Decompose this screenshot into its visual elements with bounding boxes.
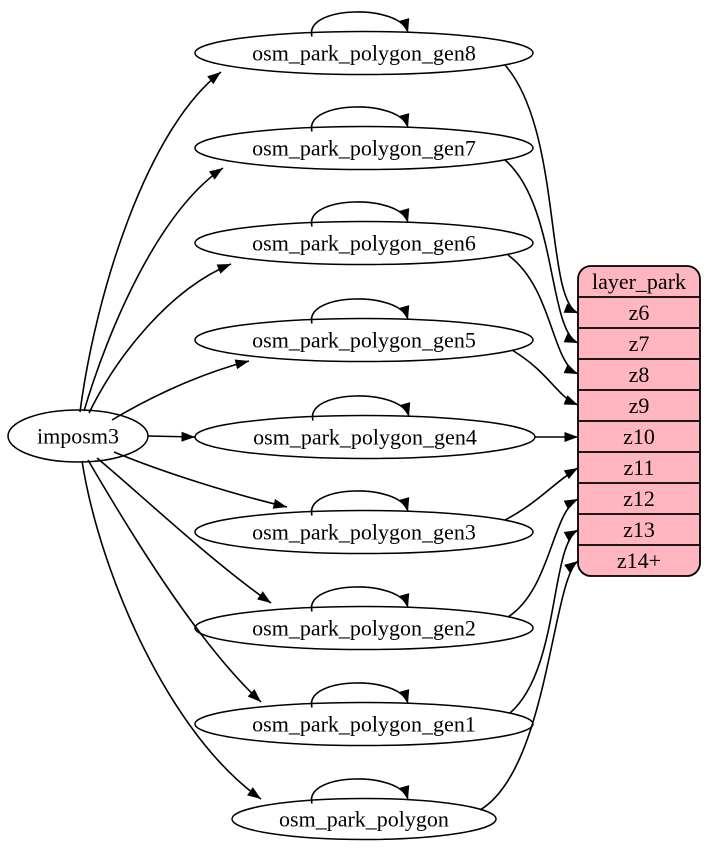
edge-osm-park-polygon-gen7-to-z7	[504, 159, 579, 344]
self-loop-osm-park-polygon-gen3	[311, 490, 410, 516]
graph-node-osm-park-polygon-gen8: osm_park_polygon_gen8	[194, 30, 534, 76]
record-node-layer-park: layer_park z6 z7 z8 z9 z10 z11 z12 z13 z14+	[577, 265, 701, 577]
self-loop-osm-park-polygon-gen1	[311, 682, 410, 708]
node-ellipse-osm-park-polygon	[231, 797, 497, 841]
edge-osm-park-polygon-gen6-to-z8	[507, 254, 579, 375]
node-label-osm-park-polygon-gen2: osm_park_polygon_gen2	[252, 616, 476, 641]
node-label-osm-park-polygon-gen1: osm_park_polygon_gen1	[252, 712, 476, 737]
node-label-osm-park-polygon-gen7: osm_park_polygon_gen7	[252, 136, 476, 161]
edge-imposm3-to-osm-park-polygon-gen4	[147, 431, 196, 442]
edge-imposm3-to-osm-park-polygon-gen1	[87, 459, 262, 703]
edge-osm-park-polygon-gen3-to-z11	[504, 467, 579, 521]
edge-imposm3-to-osm-park-polygon-gen3	[113, 451, 288, 509]
graph-node-osm-park-polygon-gen5: osm_park_polygon_gen5	[194, 317, 534, 363]
node-ellipse-osm-park-polygon-gen6	[194, 220, 534, 266]
graph-node-osm-park-polygon-gen1: osm_park_polygon_gen1	[194, 701, 534, 747]
node-ellipse-osm-park-polygon-gen8	[194, 30, 534, 76]
self-loop-osm-park-polygon-gen4	[312, 395, 411, 421]
edge-imposm3-to-osm-park-polygon-gen2	[96, 457, 272, 604]
edge-osm-park-polygon-gen8-to-z6	[504, 64, 579, 314]
graph-node-osm-park-polygon-gen7: osm_park_polygon_gen7	[194, 125, 534, 171]
node-ellipse-osm-park-polygon-gen3	[194, 509, 534, 555]
record-row-z8: z8	[629, 362, 650, 387]
record-row-z11: z11	[624, 455, 655, 480]
edge-osm-park-polygon-to-z14	[479, 560, 579, 811]
record-row-z7: z7	[629, 331, 650, 356]
edge-imposm3-to-osm-park-polygon-gen5	[111, 359, 250, 421]
node-label-osm-park-polygon: osm_park_polygon	[279, 807, 449, 832]
self-loop-osm-park-polygon-gen8	[311, 11, 410, 37]
edge-imposm3-to-osm-park-polygon-gen6	[88, 263, 232, 414]
record-row-z9: z9	[629, 393, 650, 418]
node-label-imposm3: imposm3	[37, 424, 119, 449]
edge-osm-park-polygon-gen5-to-z9	[511, 349, 579, 406]
record-row-z12: z12	[623, 486, 655, 511]
edge-osm-park-polygon-gen1-to-z13	[509, 529, 579, 714]
self-loop-osm-park-polygon-gen5	[311, 298, 410, 324]
edge-osm-park-polygon-gen2-to-z12	[507, 498, 579, 618]
record-row-z13: z13	[623, 517, 655, 542]
node-label-osm-park-polygon-gen5: osm_park_polygon_gen5	[252, 328, 476, 353]
self-loop-osm-park-polygon-gen6	[311, 201, 410, 227]
record-row-z6: z6	[629, 300, 650, 325]
node-label-osm-park-polygon-gen8: osm_park_polygon_gen8	[252, 41, 476, 66]
graph-node-imposm3: imposm3	[7, 409, 149, 463]
node-ellipse-osm-park-polygon-gen7	[194, 125, 534, 171]
edge-imposm3-to-osm-park-polygon	[81, 460, 262, 800]
self-loop-osm-park-polygon-gen7	[311, 106, 410, 132]
graph-node-osm-park-polygon-gen4: osm_park_polygon_gen4	[194, 414, 536, 460]
node-label-osm-park-polygon-gen6: osm_park_polygon_gen6	[252, 231, 476, 256]
graph-node-osm-park-polygon-gen2: osm_park_polygon_gen2	[194, 605, 534, 651]
record-title: layer_park	[592, 269, 686, 294]
record-row-z14: z14+	[617, 548, 661, 573]
graph-node-osm-park-polygon-gen3: osm_park_polygon_gen3	[194, 509, 534, 555]
record-row-z10: z10	[623, 424, 655, 449]
edge-imposm3-to-osm-park-polygon-gen8	[79, 71, 222, 413]
graph-node-osm-park-polygon-gen6: osm_park_polygon_gen6	[194, 220, 534, 266]
node-ellipse-osm-park-polygon-gen2	[194, 605, 534, 651]
self-loop-osm-park-polygon-gen2	[311, 586, 410, 612]
graph-node-osm-park-polygon: osm_park_polygon	[231, 797, 497, 841]
edge-imposm3-to-osm-park-polygon-gen7	[83, 167, 224, 412]
self-loop-osm-park-polygon	[311, 778, 410, 804]
node-label-osm-park-polygon-gen3: osm_park_polygon_gen3	[252, 520, 476, 545]
node-ellipse-osm-park-polygon-gen5	[194, 317, 534, 363]
node-label-osm-park-polygon-gen4: osm_park_polygon_gen4	[253, 425, 477, 450]
